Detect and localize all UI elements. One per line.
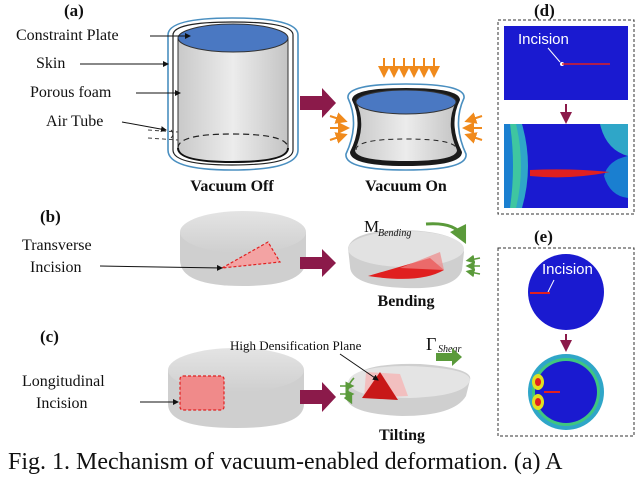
- label-constraint-plate: Constraint Plate: [16, 27, 119, 44]
- label-air-tube: Air Tube: [46, 113, 103, 130]
- label-porous-foam: Porous foam: [30, 84, 112, 101]
- figure-caption: Fig. 1. Mechanism of vacuum-enabled defo…: [8, 449, 563, 475]
- force-symbol: Γ: [426, 334, 436, 354]
- disc-c-right: [346, 363, 471, 416]
- sim-d-top: [504, 26, 628, 100]
- panel-b: (b) Transverse Incision M Bending Bendin…: [22, 207, 481, 310]
- panel-a-tag: (a): [64, 1, 84, 20]
- shear-arrow: [436, 348, 462, 366]
- sim-e-bottom: [528, 354, 604, 430]
- panel-b-tag: (b): [40, 207, 61, 226]
- cylinder-vacuum-off: [147, 17, 299, 171]
- cylinder-vacuum-on: [345, 83, 467, 171]
- force-subscript: Shear: [438, 344, 461, 355]
- panel-d-tag: (d): [534, 1, 555, 20]
- disc-b-right: [348, 230, 464, 289]
- label-longitudinal-1: Longitudinal: [22, 373, 105, 390]
- transition-arrow-a: [300, 88, 336, 118]
- sim-d-bottom: [504, 124, 628, 208]
- sim-e-top: [528, 254, 604, 330]
- transition-arrow-b: [300, 249, 336, 277]
- label-high-densification: High Densification Plane: [230, 338, 362, 353]
- transition-arrow-c: [300, 382, 336, 412]
- state-vacuum-on: Vacuum On: [365, 178, 447, 195]
- panel-c: (c) Longitudinal Incision High Densifica…: [22, 327, 471, 444]
- vacuum-force-arrows: [329, 58, 483, 144]
- label-longitudinal-2: Incision: [36, 395, 88, 412]
- panel-e-tag: (e): [534, 227, 553, 246]
- moment-symbol: M: [364, 217, 379, 236]
- label-transverse-1: Transverse: [22, 237, 92, 254]
- panel-c-tag: (c): [40, 327, 59, 346]
- tilting-force-arrows: [340, 381, 355, 399]
- disc-c-left: [168, 348, 304, 428]
- panel-e: (e) Incision: [497, 227, 635, 437]
- state-vacuum-off: Vacuum Off: [190, 178, 274, 195]
- moment-subscript: Bending: [378, 228, 411, 239]
- label-skin: Skin: [36, 55, 65, 72]
- disc-b-left: [180, 211, 306, 286]
- panel-d: (d) Incision: [497, 1, 635, 215]
- label-transverse-2: Incision: [30, 259, 82, 276]
- panel-a: (a) Constraint Plate Skin Porous foam Ai…: [16, 1, 483, 195]
- label-incision-d: Incision: [518, 31, 569, 48]
- result-bending: Bending: [378, 293, 435, 310]
- result-tilting: Tilting: [379, 427, 425, 444]
- label-incision-e: Incision: [542, 261, 593, 278]
- bending-force-arrows: [465, 254, 481, 278]
